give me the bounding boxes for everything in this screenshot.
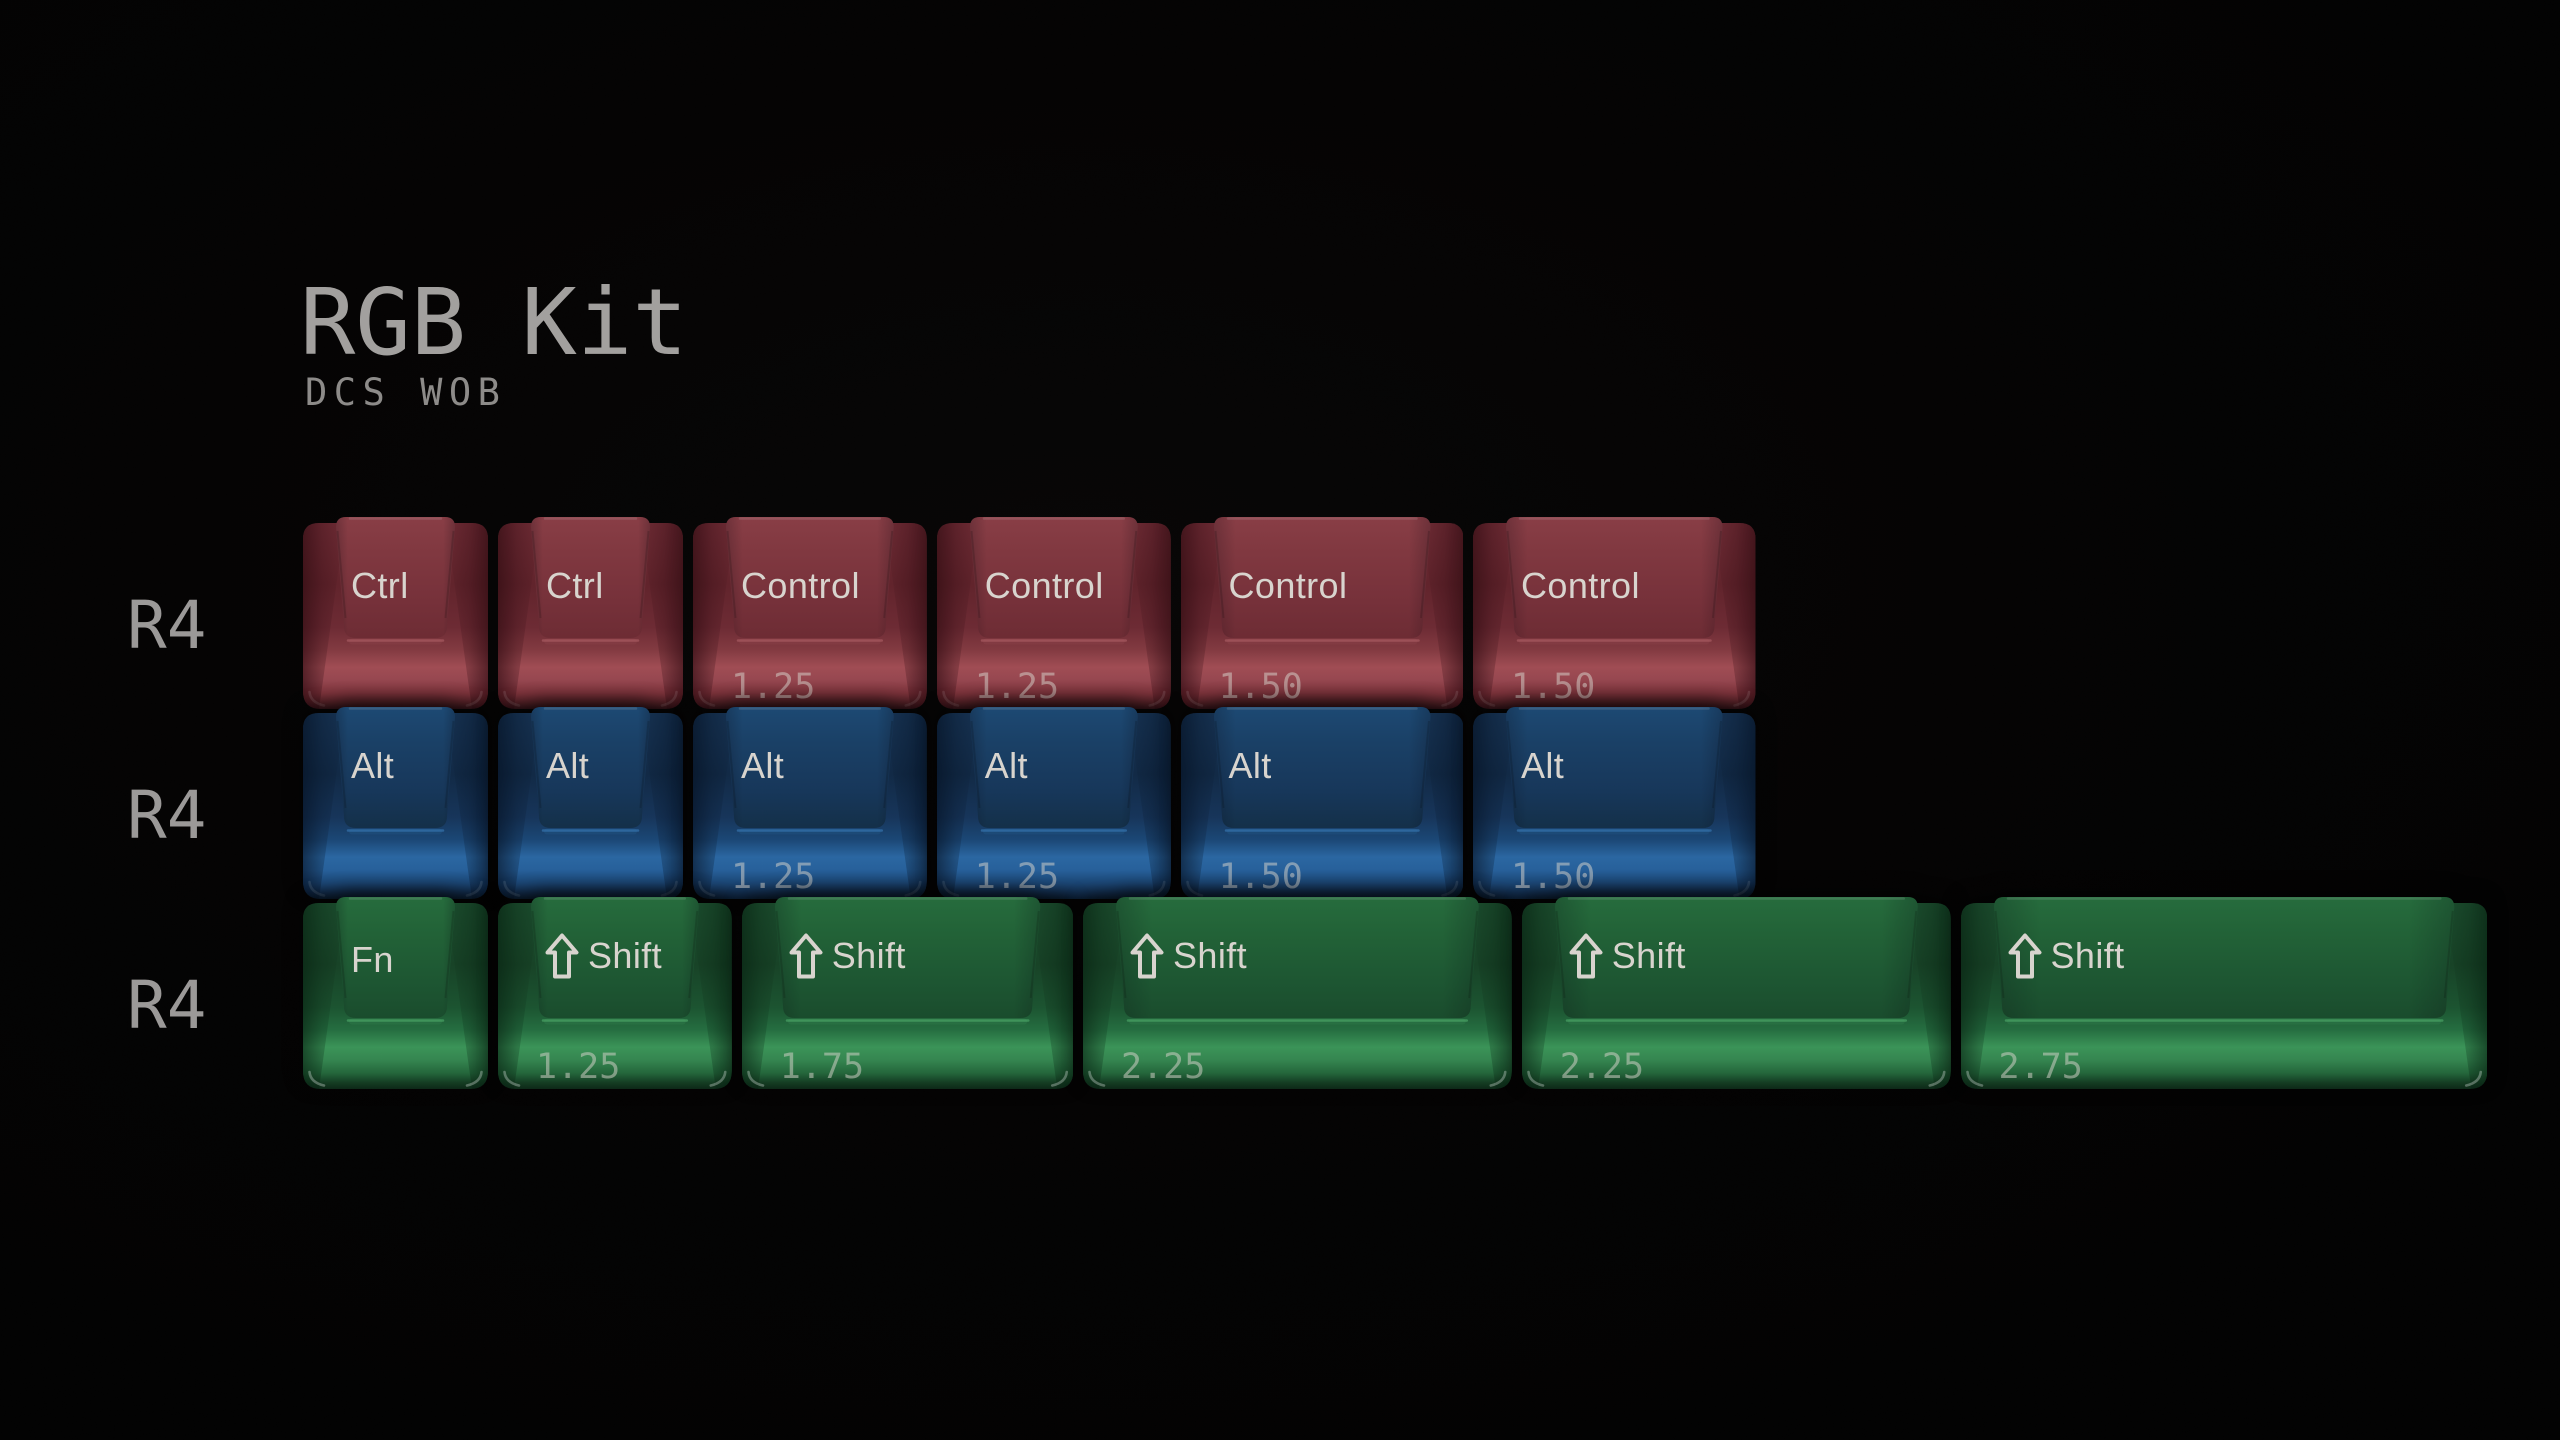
keycap-size-label: 1.25 [536,1047,621,1087]
kit-subtitle: DCS WOB [305,371,507,414]
keycap-shift-1.75u: Shift 1.75 [741,897,1073,1089]
keycap-legend: Alt [741,745,785,786]
keycap-body [303,707,488,899]
keycap-body [936,517,1171,709]
keycap-size-label: 1.25 [731,857,816,897]
shift-arrow-icon [2008,933,2041,979]
shift-arrow-icon [545,933,579,979]
keycap-body [1521,897,1951,1089]
keycap-alt-1.25u: Alt 1.25 [693,707,927,899]
keycap-legend: Fn [351,939,394,980]
keycap-legend: Ctrl [546,565,604,606]
keycap-legend-text: Shift [1173,935,1248,976]
keycap-body [1180,707,1463,899]
keycap-size-label: 1.25 [974,667,1060,707]
keycap-control-1.5u: Control 1.50 [1473,517,1756,709]
keycap-legend-text: Shift [588,935,663,976]
keycap-shift-2.25u: Shift 2.25 [1083,897,1512,1089]
keycap-body [498,897,732,1089]
shift-arrow-icon [1569,933,1603,979]
keycap-body [498,707,683,899]
keycap-legend: Control [741,565,860,606]
keycap-size-label: 2.75 [1998,1047,2083,1087]
keycap-legend-text: Shift [831,935,906,976]
keycap-body [303,517,488,709]
keycap-size-label: 1.50 [1218,857,1303,897]
keycap-size-label: 1.75 [779,1047,865,1087]
keycap-alt-1u: Alt [498,707,683,899]
keycap-size-label: 1.50 [1511,667,1596,707]
keycap-body [1473,517,1756,709]
keycap-legend: Alt [984,745,1028,786]
keycap-body [1473,707,1756,899]
keycap-body [936,707,1171,899]
keycap-legend: Control [1521,565,1640,606]
keycap-legend: Shift [545,931,662,981]
keycap-legend-text: Shift [2050,935,2125,976]
shift-arrow-icon [789,933,823,979]
keycap-alt-1u: Alt [303,707,488,899]
keycap-size-label: 1.25 [974,857,1060,897]
keycap-size-label: 1.50 [1511,857,1596,897]
shift-arrow-icon [1130,933,1164,979]
row-label-1: R4 [127,587,207,664]
keycap-ctrl-1u: Ctrl [498,517,683,709]
keycap-body [303,897,488,1089]
row-label-3: R4 [127,967,207,1044]
keycap-shift-1.25u: Shift 1.25 [498,897,732,1089]
keycap-body [1083,897,1512,1089]
keycap-shift-2.75u: Shift 2.75 [1960,897,2487,1089]
keycap-control-1.25u: Control 1.25 [693,517,927,709]
keycap-body [1180,517,1463,709]
keycap-control-1.25u: Control 1.25 [936,517,1171,709]
keycap-control-1.5u: Control 1.50 [1180,517,1463,709]
keycap-legend: Control [1228,565,1348,606]
row-label-2: R4 [127,777,207,854]
keycap-legend: Control [984,565,1104,606]
keycap-body [741,897,1073,1089]
keycap-legend: Shift [2008,931,2125,981]
keycap-size-label: 2.25 [1121,1047,1206,1087]
keycap-legend: Alt [1228,745,1272,786]
keycap-legend: Shift [1130,931,1247,981]
keycap-legend: Shift [789,931,906,981]
keycap-size-label: 1.25 [731,667,816,707]
keycap-legend: Ctrl [351,565,409,606]
keycap-alt-1.5u: Alt 1.50 [1473,707,1756,899]
kit-title: RGB Kit [300,269,688,376]
keycap-legend-text: Shift [1611,935,1686,976]
keycap-size-label: 2.25 [1559,1047,1645,1087]
keycap-body [693,707,927,899]
keycap-alt-1.5u: Alt 1.50 [1180,707,1463,899]
keycap-ctrl-1u: Ctrl [303,517,488,709]
keycap-legend: Alt [1521,745,1565,786]
keycap-fn-1u: Fn [303,897,488,1089]
keycap-size-label: 1.50 [1218,667,1303,707]
keycap-body [693,517,927,709]
keycap-legend: Alt [546,745,590,786]
keycap-body [1960,897,2487,1089]
keycap-legend: Shift [1569,931,1686,981]
keycap-alt-1.25u: Alt 1.25 [936,707,1171,899]
keycap-body [498,517,683,709]
keycap-legend: Alt [351,745,395,786]
keycap-shift-2.25u: Shift 2.25 [1521,897,1951,1089]
